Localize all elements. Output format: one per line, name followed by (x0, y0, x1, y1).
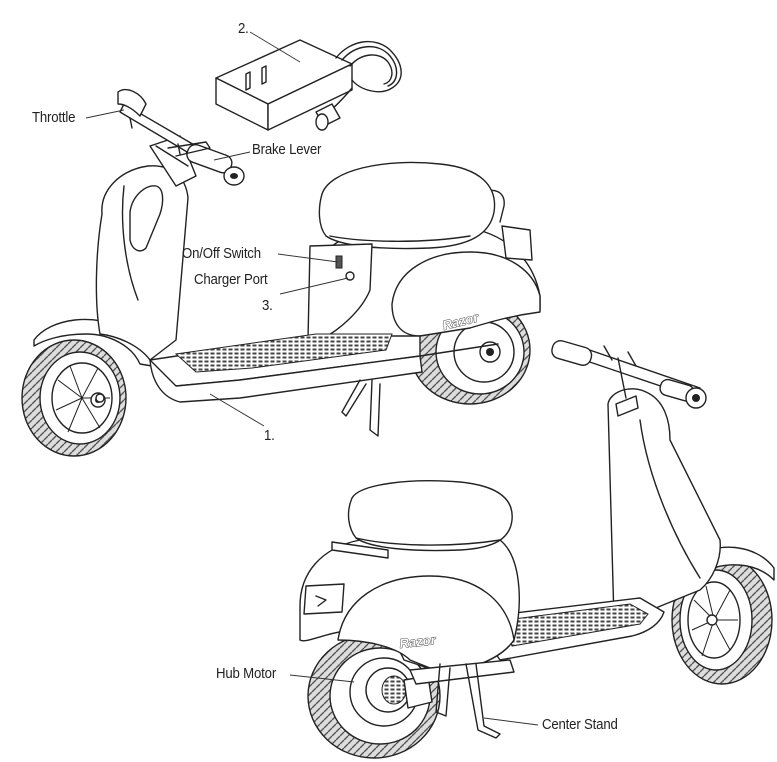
charger-port-label: Charger Port (194, 271, 268, 288)
charger-port-number-label: 3. (262, 297, 273, 314)
footboard-leader (209, 393, 265, 427)
brake-lever-leader (213, 151, 251, 161)
charger-number-label: 2. (238, 20, 249, 37)
center-stand-label: Center Stand (542, 716, 618, 733)
battery-charger (215, 39, 402, 131)
front-wheel (21, 339, 127, 457)
scooter-rear-view: Razor (299, 339, 775, 759)
brake-lever-label: Brake Lever (252, 141, 322, 158)
charger-port-leader (279, 277, 349, 295)
throttle-leader (85, 109, 125, 119)
throttle-label: Throttle (32, 109, 76, 126)
charger-leader (249, 31, 301, 63)
center-stand-leader (483, 717, 539, 726)
hub-motor-leader (289, 674, 355, 683)
hub-motor-label: Hub Motor (216, 665, 277, 682)
brand-logo-rear: Razor (399, 632, 437, 651)
callout-lines (85, 31, 539, 726)
scooter-front-view: Razor (21, 88, 541, 457)
on-off-switch-leader (277, 253, 339, 263)
on-off-switch-label: On/Off Switch (182, 245, 261, 262)
footboard-number-label: 1. (264, 427, 275, 444)
hub-motor (365, 667, 433, 713)
rear-view-rear-wheel (307, 633, 441, 759)
